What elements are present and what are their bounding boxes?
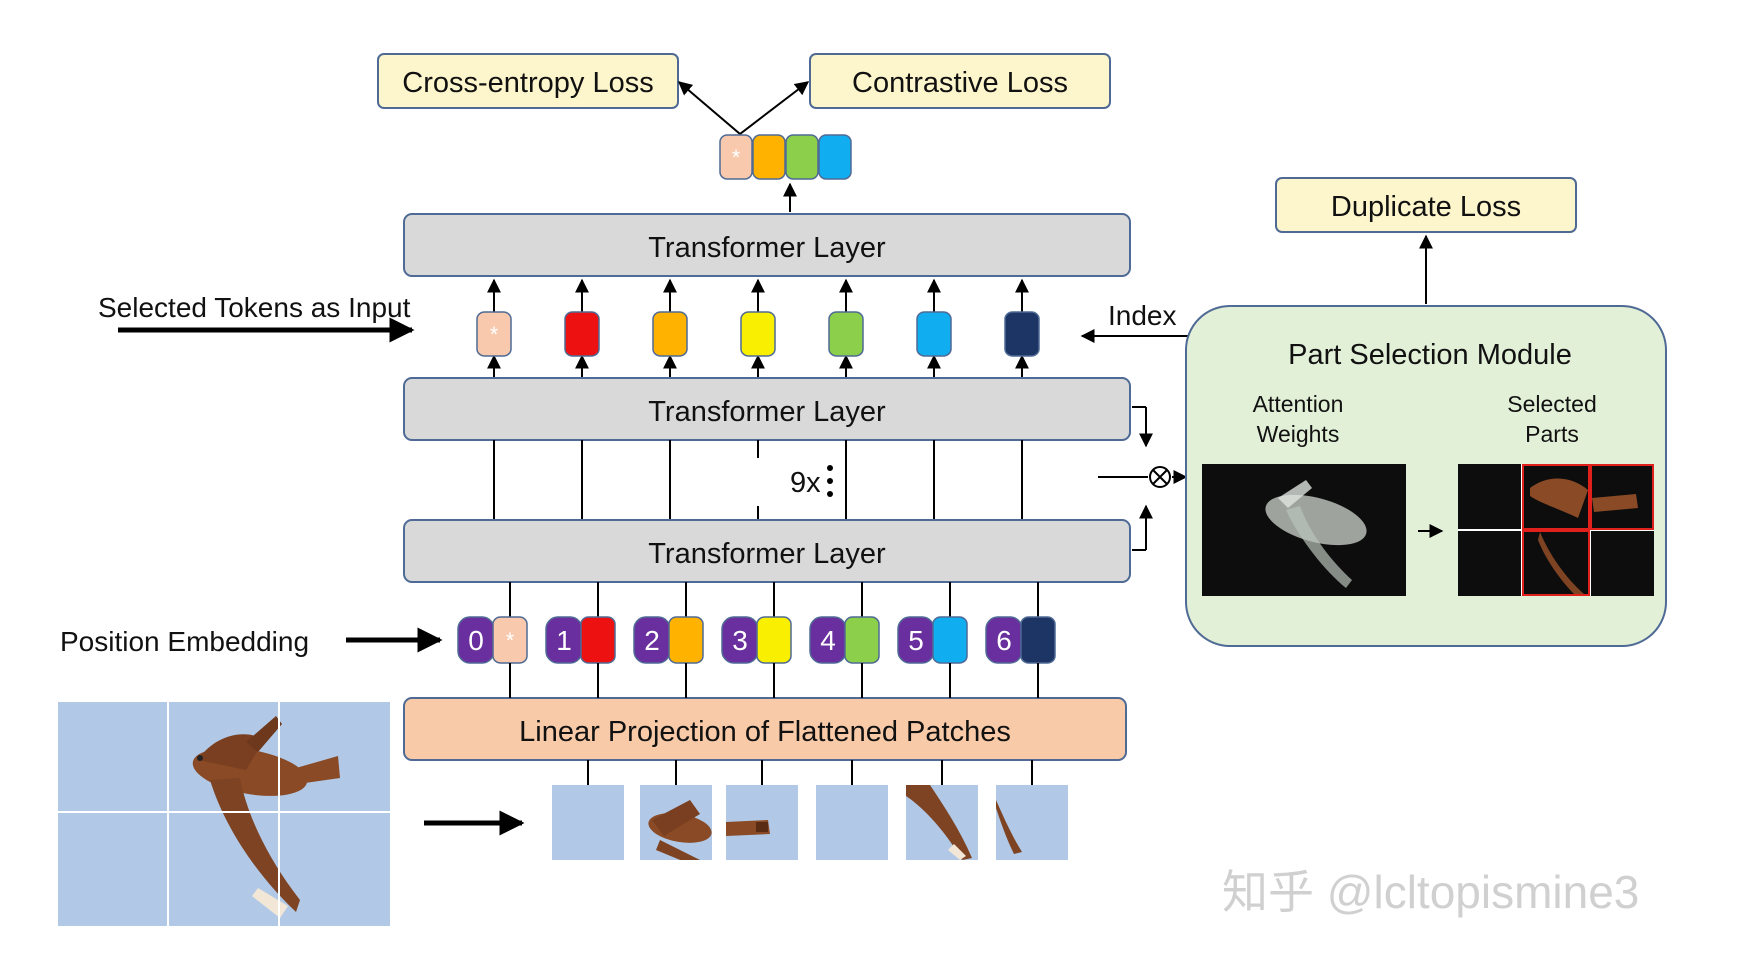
position-embedding-label: Position Embedding <box>60 626 309 657</box>
selected-token <box>564 311 600 357</box>
selected-tokens-label: Selected Tokens as Input <box>98 292 411 323</box>
patch-connectors <box>509 663 1039 785</box>
position-token-4: 4 <box>809 616 880 664</box>
patch-5 <box>996 785 1068 860</box>
transformer-layer-top: Transformer Layer <box>403 213 1131 277</box>
position-token-6: 6 <box>985 616 1056 664</box>
index-label: Index <box>1108 300 1177 331</box>
transformer-layer-middle-label: Transformer Layer <box>648 396 886 428</box>
duplicate-loss-box: Duplicate Loss <box>1275 177 1577 233</box>
output-token <box>818 134 852 180</box>
position-index-label: 0 <box>468 625 484 656</box>
position-index-label: 4 <box>820 625 836 656</box>
selected-parts-grid <box>1458 464 1654 596</box>
position-token-1: 1 <box>545 616 616 664</box>
patch-token <box>580 616 616 664</box>
duplicate-loss-label: Duplicate Loss <box>1331 191 1521 223</box>
transformer-layer-middle: Transformer Layer <box>403 377 1131 441</box>
selected-part-highlight <box>1590 464 1654 530</box>
selected-token <box>916 311 952 357</box>
position-index-label: 6 <box>996 625 1012 656</box>
cross-entropy-loss-label: Cross-entropy Loss <box>402 67 653 99</box>
patch-token <box>1020 616 1056 664</box>
patch-row <box>552 785 1068 860</box>
watermark: 知乎 @lcltopismine3 <box>1222 866 1639 918</box>
transformer-layer-top-label: Transformer Layer <box>648 232 886 264</box>
arrow-to-contrastive <box>739 81 810 135</box>
patch-4 <box>906 785 978 860</box>
selected-part-highlight <box>1522 464 1590 530</box>
patch-token: * <box>492 616 528 664</box>
attention-map-image <box>1202 464 1406 596</box>
patch-3 <box>816 785 888 860</box>
patch-token <box>668 616 704 664</box>
output-token: * <box>719 134 753 180</box>
patch-token <box>932 616 968 664</box>
attention-weights-label-line2: Weights <box>1257 421 1340 447</box>
contrastive-loss-label: Contrastive Loss <box>852 67 1068 99</box>
cls-token-symbol: * <box>490 322 499 347</box>
cls-token-symbol: * <box>732 145 741 170</box>
patch-1 <box>640 785 712 860</box>
arrow-to-cross-entropy <box>677 81 741 135</box>
repeat-count-label: 9x <box>790 467 821 499</box>
layer-connectors <box>493 440 1023 520</box>
input-bird-image <box>58 702 390 926</box>
cls-token-symbol: * <box>506 628 515 653</box>
position-index-label: 2 <box>644 625 660 656</box>
part-selection-module: Part Selection Module Attention Weights … <box>1185 305 1667 647</box>
output-token-group: * <box>719 134 852 180</box>
psm-title: Part Selection Module <box>1288 339 1572 371</box>
patch-2 <box>726 785 798 860</box>
transformer-layer-bottom: Transformer Layer <box>403 519 1131 583</box>
selected-token <box>828 311 864 357</box>
position-token-2: 2 <box>633 616 704 664</box>
position-index-label: 5 <box>908 625 924 656</box>
position-token-5: 5 <box>897 616 968 664</box>
cross-entropy-loss-box: Cross-entropy Loss <box>377 53 679 109</box>
attention-weights-label-line1: Attention <box>1253 391 1344 417</box>
selected-token <box>740 311 776 357</box>
patch-0 <box>552 785 624 860</box>
patch-token <box>844 616 880 664</box>
vertical-ellipsis-icon <box>827 465 833 497</box>
transformer-layer-bottom-label: Transformer Layer <box>648 538 886 570</box>
selected-parts-label-line1: Selected <box>1507 391 1597 417</box>
selected-token <box>1004 311 1040 357</box>
position-token-0: 0* <box>457 616 528 664</box>
linear-projection-label: Linear Projection of Flattened Patches <box>519 716 1011 748</box>
contrastive-loss-box: Contrastive Loss <box>809 53 1111 109</box>
selected-token-row: * <box>476 278 1040 378</box>
patch-token <box>756 616 792 664</box>
position-index-label: 1 <box>556 625 572 656</box>
position-token-3: 3 <box>721 616 792 664</box>
selected-parts-label-line2: Parts <box>1525 421 1579 447</box>
selected-part-highlight <box>1522 530 1590 596</box>
selected-token <box>652 311 688 357</box>
output-token <box>752 134 786 180</box>
output-token <box>785 134 819 180</box>
selected-token: * <box>476 311 512 357</box>
matrix-multiply-icon <box>1149 466 1171 488</box>
position-index-label: 3 <box>732 625 748 656</box>
attention-aggregation-bracket <box>1098 406 1188 551</box>
linear-projection-box: Linear Projection of Flattened Patches <box>403 697 1127 761</box>
